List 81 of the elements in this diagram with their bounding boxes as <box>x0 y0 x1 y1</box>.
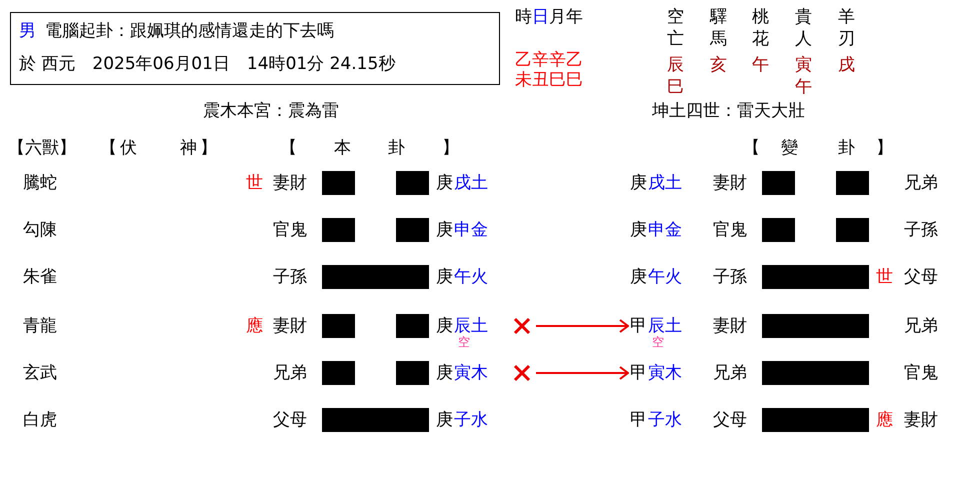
spirit-name: 騰蛇 <box>23 173 57 193</box>
date-text: 於 西元 2025年06月01日 14時01分 24.15秒 <box>19 54 396 74</box>
void-mark: 空 <box>458 335 470 349</box>
stem-text: 甲 <box>630 363 647 383</box>
void-mark: 空 <box>652 335 664 349</box>
stem-text: 庚 <box>436 363 453 383</box>
branch-text: 午火 <box>648 267 682 287</box>
relation-text: 子孫 <box>273 267 307 287</box>
relation-text: 兄弟 <box>904 173 938 193</box>
stem-text: 庚 <box>630 173 647 193</box>
arrow <box>536 319 629 333</box>
pillar-heading: 月年 <box>549 7 583 27</box>
star-value: 戌 <box>838 54 855 76</box>
branch-text: 子水 <box>454 410 488 430</box>
stem-text: 庚 <box>436 410 453 430</box>
stem-text: 庚 <box>630 267 647 287</box>
relation-text: 兄弟 <box>273 363 307 383</box>
branch-text: 子水 <box>648 410 682 430</box>
branch-text: 申金 <box>648 220 682 240</box>
arrow <box>536 366 629 380</box>
star-heading: 桃花 <box>752 6 769 50</box>
relation-text: 兄弟 <box>713 363 747 383</box>
position-mark: 世 <box>876 267 893 287</box>
stem-row: 乙辛辛乙 <box>515 50 583 70</box>
branch-text: 寅木 <box>454 363 488 383</box>
spirit-name: 朱雀 <box>23 267 57 287</box>
relation-text: 官鬼 <box>904 363 938 383</box>
relation-text: 妻財 <box>273 316 307 336</box>
column-heading: 【伏 神】 <box>100 138 220 158</box>
stem-text: 庚 <box>436 267 453 287</box>
branch-text: 申金 <box>454 220 488 240</box>
header-box <box>10 12 500 85</box>
stem-text: 庚 <box>436 173 453 193</box>
branch-row: 未丑巳巳 <box>515 70 583 90</box>
position-mark: 世 <box>246 173 263 193</box>
day-heading: 日 <box>532 7 549 27</box>
relation-text: 妻財 <box>904 410 938 430</box>
spirit-name: 青龍 <box>23 316 57 336</box>
relation-text: 父母 <box>713 410 747 430</box>
relation-text: 子孫 <box>713 267 747 287</box>
stem-text: 庚 <box>630 220 647 240</box>
relation-text: 妻財 <box>273 173 307 193</box>
stem-text: 庚 <box>436 316 453 336</box>
spirit-name: 玄武 <box>23 363 57 383</box>
hexagram-title: 坤土四世：雷天大壯 <box>652 101 805 121</box>
branch-text: 戌土 <box>454 173 488 193</box>
star-value: 寅午 <box>795 54 812 98</box>
stem-text: 甲 <box>630 410 647 430</box>
branch-text: 辰土 <box>454 316 488 336</box>
star-heading: 驛馬 <box>710 6 727 50</box>
star-heading: 空亡 <box>667 6 684 50</box>
gender-text: 男 <box>19 21 36 41</box>
stem-text: 甲 <box>630 316 647 336</box>
star-heading: 羊刃 <box>838 6 855 50</box>
column-heading: 【六獸】 <box>8 138 76 158</box>
star-value: 亥 <box>710 54 727 76</box>
relation-text: 妻財 <box>713 316 747 336</box>
relation-text: 父母 <box>273 410 307 430</box>
star-heading: 貴人 <box>795 6 812 50</box>
relation-text: 妻財 <box>713 173 747 193</box>
position-mark: 應 <box>246 316 263 336</box>
star-value: 辰巳 <box>667 54 684 98</box>
pillar-heading: 時 <box>515 7 532 27</box>
column-heading: 【 本 卦 】 <box>280 138 460 158</box>
column-heading: 【 變 卦 】 <box>743 138 895 158</box>
question-text: 電腦起卦：跟姵琪的感情還走的下去嗎 <box>45 21 334 41</box>
position-mark: 應 <box>876 410 893 430</box>
hexagram-title: 震木本宮：震為雷 <box>203 101 339 121</box>
relation-text: 官鬼 <box>273 220 307 240</box>
relation-text: 父母 <box>904 267 938 287</box>
branch-text: 寅木 <box>648 363 682 383</box>
relation-text: 兄弟 <box>904 316 938 336</box>
relation-text: 子孫 <box>904 220 938 240</box>
branch-text: 午火 <box>454 267 488 287</box>
branch-text: 戌土 <box>648 173 682 193</box>
spirit-name: 勾陳 <box>23 220 57 240</box>
star-value: 午 <box>752 54 769 76</box>
branch-text: 辰土 <box>648 316 682 336</box>
spirit-name: 白虎 <box>23 410 57 430</box>
relation-text: 官鬼 <box>713 220 747 240</box>
stem-text: 庚 <box>436 220 453 240</box>
